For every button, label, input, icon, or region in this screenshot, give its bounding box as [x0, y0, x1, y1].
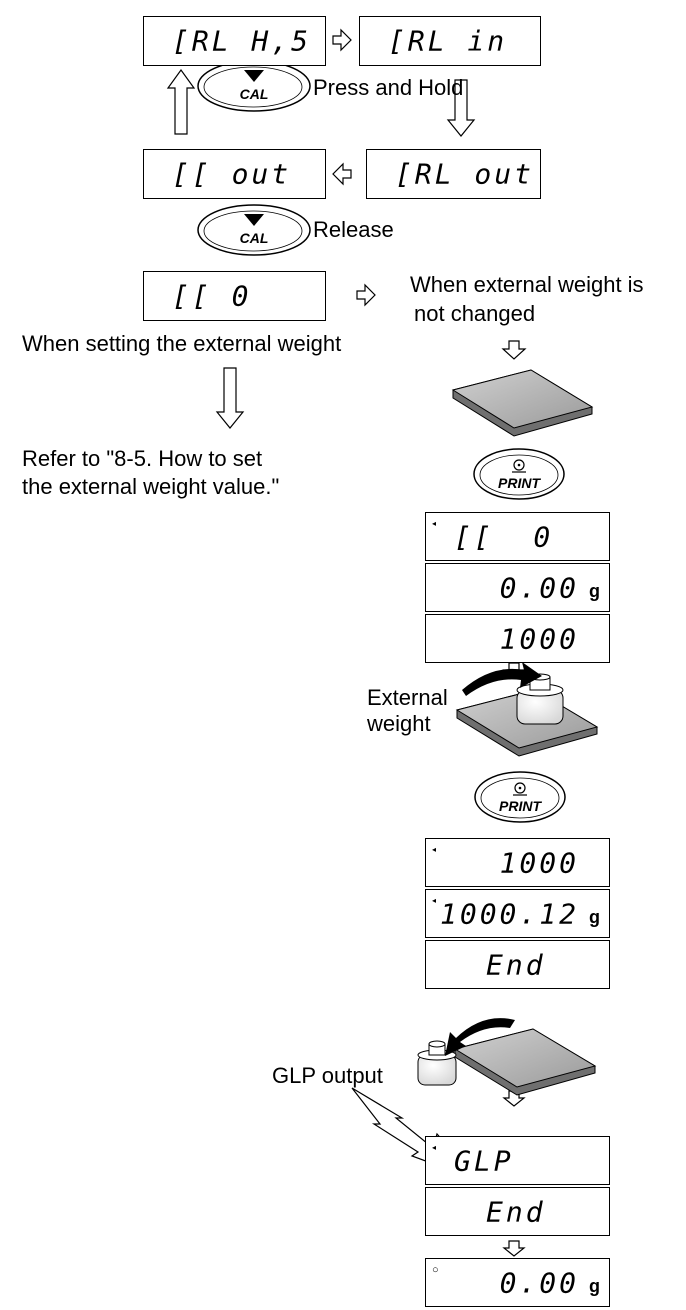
display-text: 0.00	[499, 1266, 579, 1299]
display-1000-step: ◂ 1000	[425, 838, 610, 887]
zero-mark-icon: ○	[432, 1264, 439, 1276]
display-text: 0.00	[499, 571, 579, 604]
weighing-pan-empty	[451, 369, 594, 437]
label-external-1: External	[367, 685, 448, 710]
display-text: 1000	[499, 846, 579, 879]
print-key-2-label: PRINT	[499, 798, 542, 814]
stable-mark-icon: ◂	[432, 1143, 437, 1152]
zero-circle-icon	[514, 782, 526, 794]
display-cal-in: [RL in	[359, 16, 541, 66]
arrow-right-2	[356, 283, 376, 307]
arrow-down-setting	[215, 367, 245, 429]
arrow-up-long	[166, 68, 196, 135]
display-cal-out: [RL out	[366, 149, 541, 199]
display-cc-0: [[ 0	[143, 271, 326, 321]
display-text: [RL in	[388, 24, 508, 58]
label-setting-external: When setting the external weight	[22, 331, 342, 356]
triangle-down-icon	[244, 70, 264, 82]
arrow-right-1	[332, 28, 352, 52]
display-text: [[ 0	[172, 279, 252, 313]
cal-key-1[interactable]: CAL	[197, 60, 311, 112]
stable-mark-icon: ◂	[432, 519, 437, 528]
label-external-2: weight	[367, 711, 431, 736]
display-end-2: End	[425, 1187, 610, 1236]
display-cc-out: [[ out	[143, 149, 326, 199]
display-text: End	[486, 1195, 546, 1228]
display-end-1: End	[425, 940, 610, 989]
display-glp: ◂ GLP	[425, 1136, 610, 1185]
unit-g: g	[589, 581, 600, 601]
external-weight-icon	[516, 673, 564, 725]
display-text: [RL H,5	[172, 24, 312, 58]
cal-key-1-label: CAL	[240, 86, 269, 102]
print-key-1-label: PRINT	[498, 475, 541, 491]
stable-mark-icon: ◂	[432, 845, 437, 854]
unit-g: g	[589, 1276, 600, 1296]
removed-weight-icon	[417, 1040, 457, 1086]
zero-circle-icon	[513, 459, 525, 471]
display-cal-his: [RL H,5	[143, 16, 326, 66]
label-refer-2: the external weight value."	[22, 474, 280, 499]
unit-g: g	[589, 907, 600, 927]
arrow-left-1	[332, 162, 352, 186]
cal-key-2-label: CAL	[240, 230, 269, 246]
remove-weight-arrow	[445, 1018, 515, 1056]
place-weight-arrow	[462, 662, 542, 696]
display-zero-read: 0.00 g	[425, 563, 610, 612]
display-text: [[ out	[172, 157, 292, 191]
display-text: GLP	[454, 1144, 514, 1177]
label-refer-1: Refer to "8-5. How to set	[22, 446, 263, 471]
display-text: [RL out	[395, 157, 535, 191]
display-text: 1000	[499, 622, 579, 655]
triangle-down-icon	[244, 214, 264, 226]
label-no-change-2: not changed	[414, 301, 536, 326]
display-cc-0-step: ◂ [[ 0	[425, 512, 610, 561]
label-no-change-1: When external weight is	[410, 272, 644, 297]
display-zero-final: ○ 0.00 g	[425, 1258, 610, 1307]
arrow-down-short-4	[502, 1240, 526, 1257]
label-glp-output: GLP output	[272, 1063, 383, 1088]
stable-mark-icon: ◂	[432, 896, 437, 905]
arrow-down-long	[446, 79, 476, 137]
display-text: 1000.12	[439, 897, 579, 930]
print-key-1[interactable]: PRINT	[473, 448, 565, 500]
display-100012: ◂ 1000.12 g	[425, 889, 610, 938]
arrow-down-short-1	[501, 340, 527, 360]
weighing-pan-removed	[453, 1028, 597, 1096]
display-1000: 1000	[425, 614, 610, 663]
label-release: Release	[313, 217, 394, 242]
print-key-2[interactable]: PRINT	[474, 771, 566, 823]
display-text: End	[486, 948, 546, 981]
label-press-hold: Press and Hold	[313, 75, 464, 100]
display-text: [[ 0	[454, 520, 554, 553]
cal-key-2[interactable]: CAL	[197, 204, 311, 256]
